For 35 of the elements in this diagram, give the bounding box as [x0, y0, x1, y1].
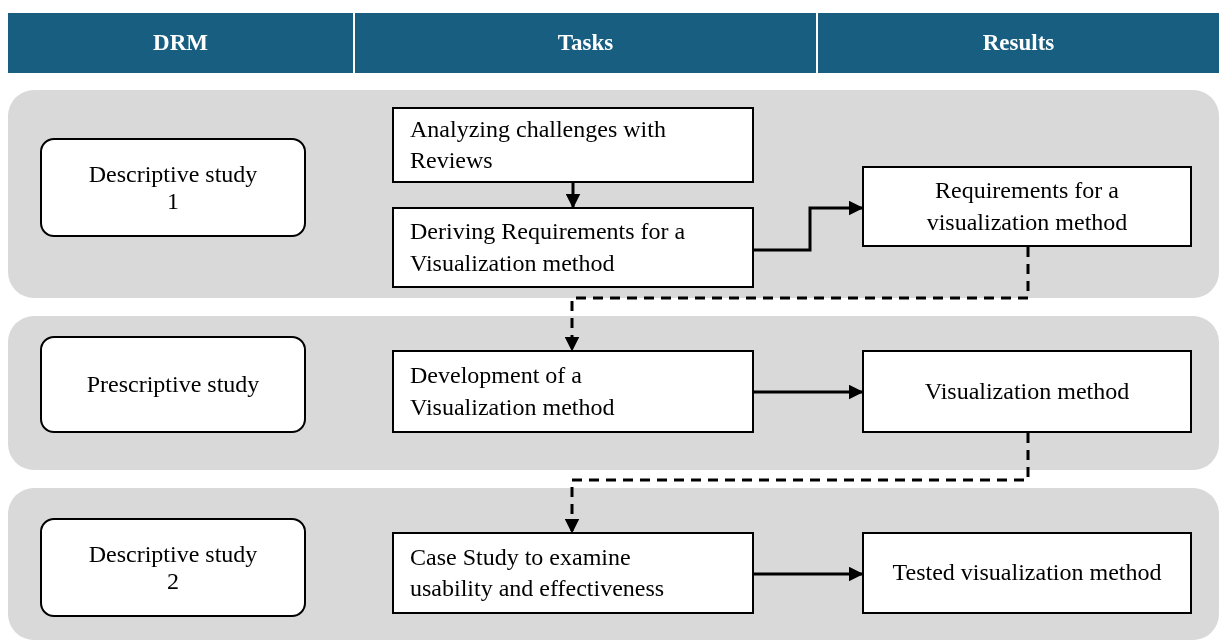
task-box: [392, 350, 754, 433]
header-text: Results: [982, 30, 1055, 56]
result-box: [862, 350, 1192, 433]
box-text: Development of a Visualization method: [410, 361, 616, 422]
header-text: Tasks: [557, 30, 614, 56]
box-text: Visualization method: [924, 376, 1130, 406]
phase-box: [40, 336, 306, 433]
phase-box: [40, 518, 306, 617]
arrow: [564, 247, 1030, 352]
box-text: Prescriptive study: [86, 371, 260, 398]
arrow: [754, 200, 864, 252]
header-text: DRM: [153, 30, 208, 56]
box-text: Deriving Requirements for a Visualization method: [410, 217, 687, 278]
column-header: [355, 13, 816, 73]
column-header: [8, 13, 353, 73]
arrow: [754, 566, 864, 582]
box-text: Requirements for a visualization method: [925, 176, 1129, 237]
box-text: Tested visualization method: [892, 558, 1162, 588]
phase-box: [40, 138, 306, 237]
box-text: Case Study to examine usability and effectiveness: [410, 542, 666, 603]
arrow: [754, 384, 864, 400]
task-box: [392, 207, 754, 288]
phase-band: [8, 488, 1219, 640]
arrow: [564, 433, 1030, 534]
column-header: [818, 13, 1219, 73]
box-text: Descriptive study 1: [87, 160, 259, 215]
task-box: [392, 532, 754, 614]
result-box: [862, 166, 1192, 247]
task-box: [392, 107, 754, 183]
box-text: Analyzing challenges with Reviews: [410, 114, 667, 175]
arrow: [565, 183, 581, 209]
result-box: [862, 532, 1192, 614]
phase-band: [8, 90, 1219, 298]
phase-band: [8, 316, 1219, 470]
box-text: Descriptive study 2: [87, 540, 259, 595]
